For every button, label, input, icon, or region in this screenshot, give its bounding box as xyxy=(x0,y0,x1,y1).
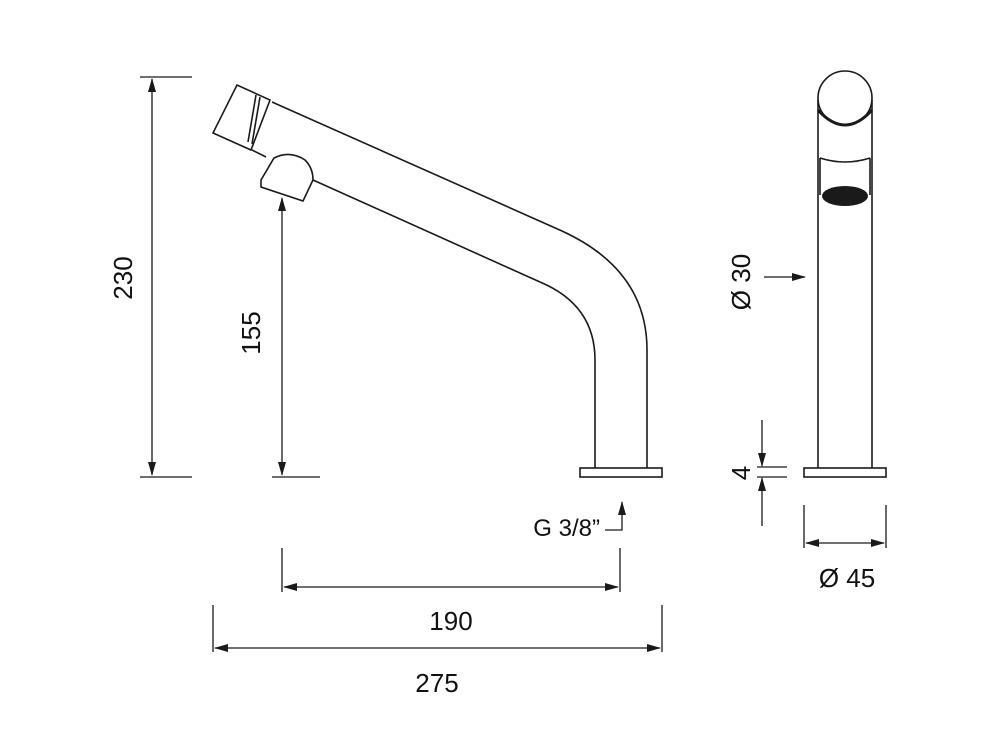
handle-cap xyxy=(211,83,272,152)
base-plate-front xyxy=(579,467,663,478)
front-view xyxy=(211,83,663,478)
side-view xyxy=(803,70,887,478)
dimension-label-diameter-30: Ø 30 xyxy=(726,254,756,310)
connection-callout: G 3/8” xyxy=(533,501,626,542)
aerator-outlet xyxy=(822,186,868,206)
base-plate-side xyxy=(803,467,887,478)
dimension-diameter-30: Ø 30 xyxy=(726,254,806,310)
dimension-label-230: 230 xyxy=(108,256,138,299)
spout-bottom xyxy=(251,149,596,468)
dimension-label-275: 275 xyxy=(415,668,458,698)
dimension-label-190: 190 xyxy=(429,606,472,636)
dimension-diameter-45: Ø 45 xyxy=(803,505,887,593)
dimension-275: 275 xyxy=(212,605,663,698)
handle-ring-arc xyxy=(816,108,874,127)
aerator-window xyxy=(819,157,871,195)
dimension-190: 190 xyxy=(281,548,621,636)
spout-top xyxy=(271,101,648,468)
handle-ring xyxy=(247,94,261,145)
aerator-nozzle xyxy=(260,153,314,202)
dimension-label-4: 4 xyxy=(726,466,756,480)
dimension-230: 230 xyxy=(108,76,192,478)
connection-label: G 3/8” xyxy=(533,515,600,542)
dimension-4: 4 xyxy=(726,420,787,526)
dimension-label-155: 155 xyxy=(236,311,266,354)
side-tube xyxy=(817,100,873,468)
dimension-155: 155 xyxy=(236,197,320,478)
dimension-label-diameter-45: Ø 45 xyxy=(819,563,875,593)
